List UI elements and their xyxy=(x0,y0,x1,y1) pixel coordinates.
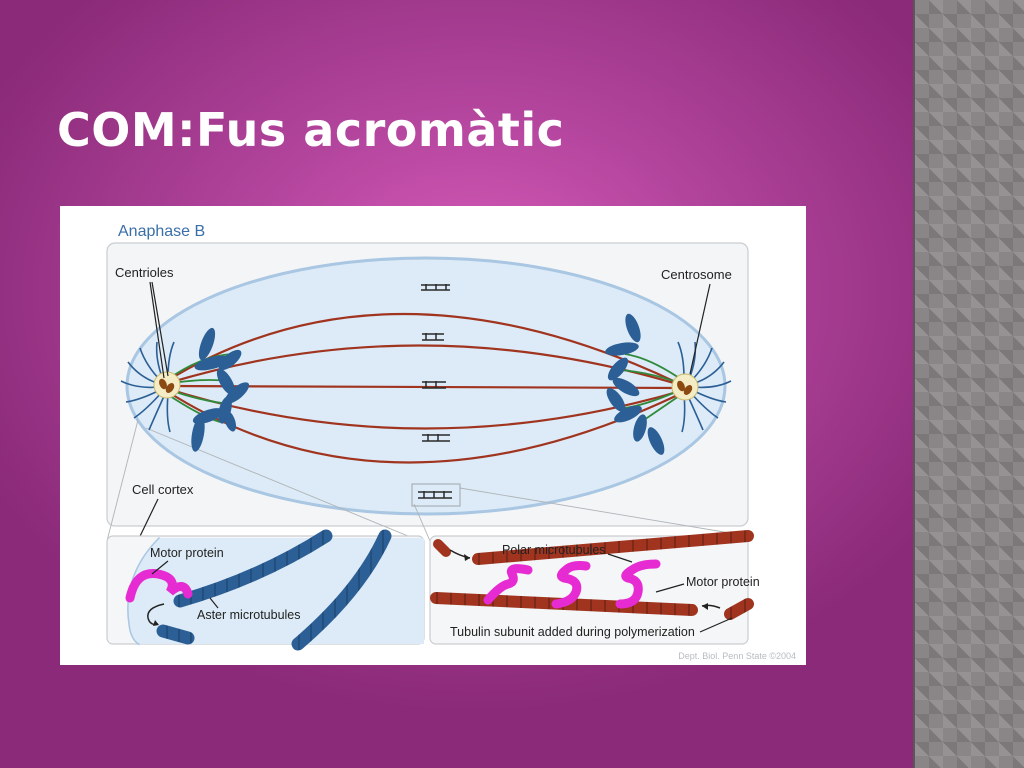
label-motor-protein-left: Motor protein xyxy=(150,546,224,560)
polar-zoom-panel xyxy=(429,530,754,645)
right-chromosomes xyxy=(605,313,665,455)
anaphase-b-figure: Anaphase B xyxy=(60,206,806,665)
label-aster-microtubules: Aster microtubules xyxy=(197,608,301,622)
pointer-motor-protein-left xyxy=(151,560,169,575)
anaphase-diagram: Anaphase B xyxy=(106,223,796,661)
right-centrosome xyxy=(671,373,699,401)
aster-zoom-panel xyxy=(106,529,425,651)
left-chromosomes xyxy=(191,327,250,452)
figure-credit: Dept. Biol. Penn State ©2004 xyxy=(678,651,796,661)
polar-microtubules xyxy=(164,312,685,464)
label-motor-protein-right: Motor protein xyxy=(686,575,760,589)
slide-title: COM:Fus acromàtic xyxy=(57,103,565,157)
pointer-polar-microtubules xyxy=(607,553,633,563)
overlap-bridges xyxy=(418,284,452,499)
label-cell-cortex: Cell cortex xyxy=(132,482,194,497)
decorative-side-panel xyxy=(913,0,1024,768)
zoom-guide-lines xyxy=(106,419,749,542)
pointer-centrosome xyxy=(689,283,711,375)
left-centrosome xyxy=(153,371,181,399)
pointer-aster-microtubules xyxy=(209,597,219,609)
label-polar-microtubules: Polar microtubules xyxy=(502,543,606,557)
pointer-centrioles xyxy=(149,281,165,379)
pointer-tubulin-subunit xyxy=(699,617,733,633)
pointer-centrioles-2 xyxy=(151,281,169,377)
pointer-motor-protein-right xyxy=(655,583,685,593)
figure-heading: Anaphase B xyxy=(118,223,205,240)
label-centrioles: Centrioles xyxy=(115,265,174,280)
label-tubulin-subunit: Tubulin subunit added during polymerizat… xyxy=(450,625,695,639)
label-centrosome: Centrosome xyxy=(661,267,732,282)
zoom-box xyxy=(411,483,461,507)
